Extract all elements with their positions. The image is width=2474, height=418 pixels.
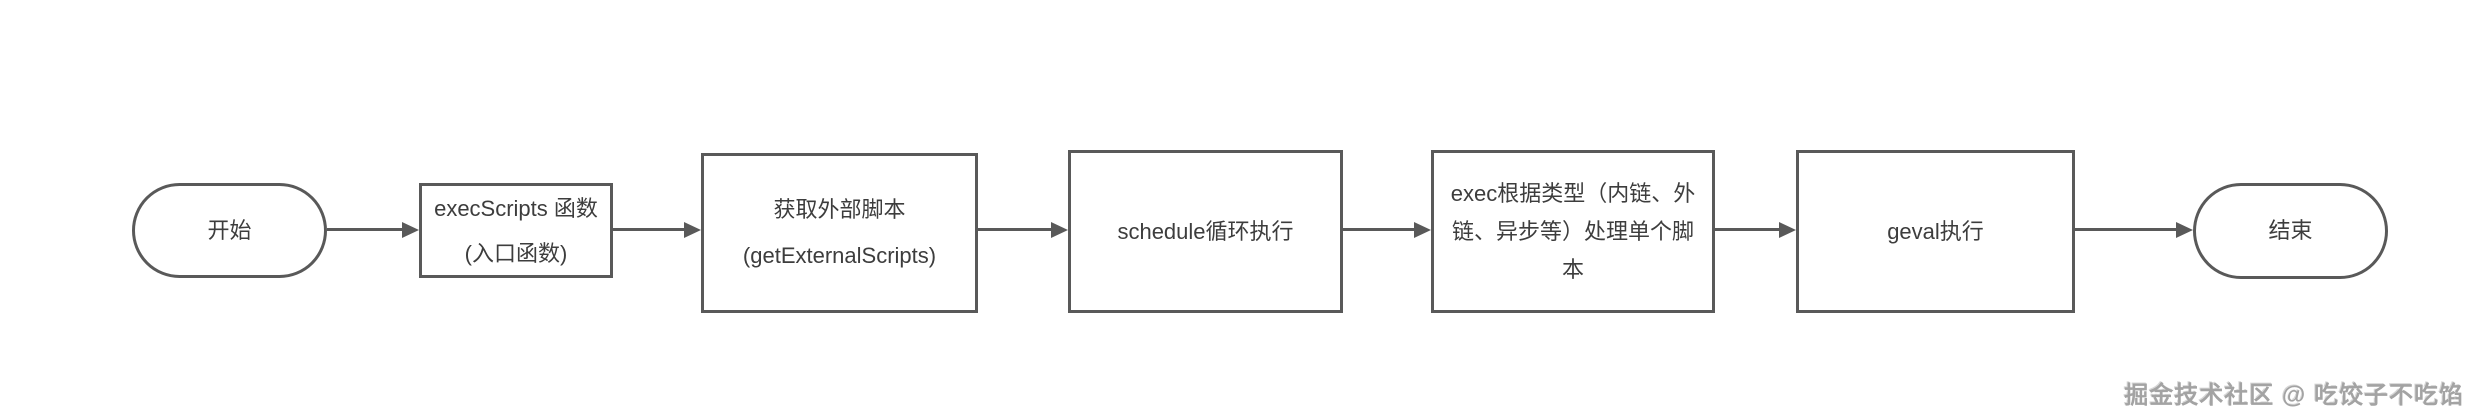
- node-getexternal-line1: 获取外部脚本: [773, 197, 906, 222]
- node-exec-line2: 链、异步等）处理单个脚: [1451, 218, 1694, 244]
- arrowhead-icon: [1414, 221, 1431, 238]
- arrow-getexternalscripts-to-schedule: [978, 221, 1068, 238]
- arrowhead-icon: [684, 221, 701, 238]
- arrow-exec-to-geval: [1715, 221, 1796, 238]
- arrowhead-icon: [2176, 221, 2193, 238]
- node-execscripts-line1: execScripts 函数: [434, 195, 598, 221]
- node-get-external-scripts: 获取外部脚本 (getExternalScripts): [701, 153, 978, 313]
- node-start: 开始: [132, 183, 327, 278]
- arrowhead-icon: [1779, 221, 1796, 238]
- arrowhead-icon: [1051, 221, 1068, 238]
- arrowhead-icon: [402, 221, 419, 238]
- node-geval-exec: geval执行: [1796, 150, 2075, 313]
- watermark: 掘金技术社区 @ 吃饺子不吃馅: [2124, 382, 2464, 409]
- node-execscripts-function: execScripts 函数 (入口函数): [419, 183, 613, 278]
- node-getexternal-line2: (getExternalScripts): [742, 243, 937, 268]
- node-exec-line3: 本: [1561, 256, 1584, 282]
- node-schedule-loop: schedule循环执行: [1068, 150, 1343, 313]
- node-exec-line1: exec根据类型（内链、外: [1450, 180, 1696, 206]
- node-execscripts-line2: (入口函数): [464, 240, 568, 266]
- node-end: 结束: [2193, 183, 2388, 279]
- node-geval-label: geval执行: [1887, 218, 1984, 244]
- node-end-label: 结束: [2268, 218, 2313, 243]
- arrow-execscripts-to-getexternalscripts: [613, 221, 701, 238]
- arrow-start-to-execscripts: [327, 221, 419, 238]
- node-schedule-label: schedule循环执行: [1117, 218, 1294, 244]
- arrow-schedule-to-exec: [1343, 221, 1431, 238]
- node-start-label: 开始: [207, 217, 252, 243]
- arrow-geval-to-end: [2075, 221, 2193, 238]
- node-exec-handle-script: exec根据类型（内链、外 链、异步等）处理单个脚 本: [1431, 150, 1715, 313]
